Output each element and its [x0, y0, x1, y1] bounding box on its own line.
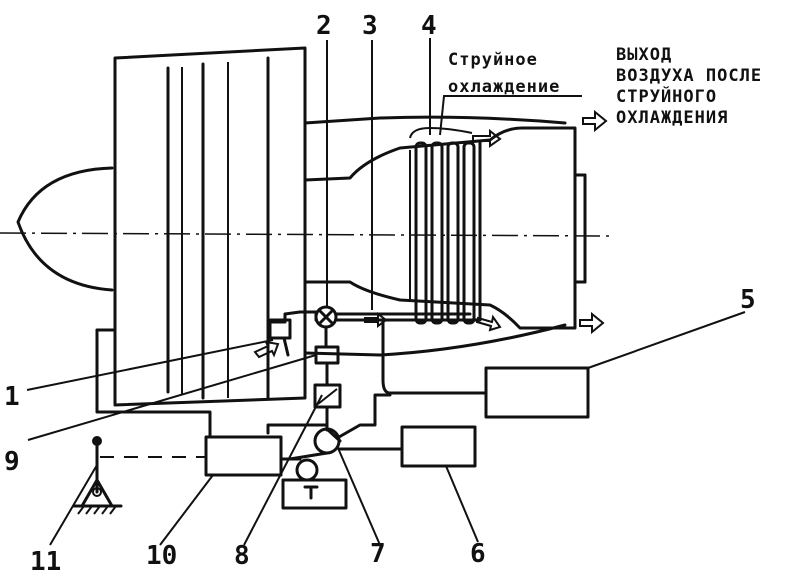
control-unit-5	[484, 366, 590, 419]
callout-9: 9	[4, 447, 20, 477]
control-valve	[314, 305, 338, 329]
air-exit-caption-line2: ВОЗДУХА ПОСЛЕ	[616, 66, 762, 86]
fan-section	[113, 46, 307, 407]
callout-6: 6	[470, 539, 486, 569]
control-unit-10	[204, 435, 283, 477]
air-exit-caption-line4: ОХЛАЖДЕНИЯ	[616, 108, 728, 128]
callout-10: 10	[146, 541, 177, 571]
signal-lines	[95, 318, 488, 461]
air-exit-caption-line1: ВЫХОД	[616, 45, 672, 65]
callout-3: 3	[362, 11, 378, 41]
callout-2: 2	[316, 11, 332, 41]
callout-5: 5	[740, 285, 756, 315]
engine-nacelle	[303, 115, 567, 357]
callout-7: 7	[370, 539, 386, 569]
air-exit-caption-line3: СТРУЙНОГО	[616, 85, 717, 107]
callout-11: 11	[30, 547, 61, 577]
callout-4: 4	[421, 11, 437, 41]
cooling-manifold-rings	[414, 141, 476, 325]
callout-leaders	[26, 38, 746, 546]
pump-unit	[281, 427, 348, 510]
jet-cooling-bracket	[439, 95, 582, 136]
control-unit-6	[400, 425, 477, 468]
core-engine	[303, 126, 587, 330]
callout-8: 8	[234, 541, 250, 571]
jet-cooling-caption-line2: охлаждение	[448, 77, 560, 97]
signal-converter	[313, 383, 342, 409]
nose-cone	[16, 166, 114, 292]
jet-cooling-caption-line1: Струйное	[448, 50, 538, 70]
throttle-lever	[72, 436, 123, 515]
callout-1: 1	[4, 382, 20, 412]
